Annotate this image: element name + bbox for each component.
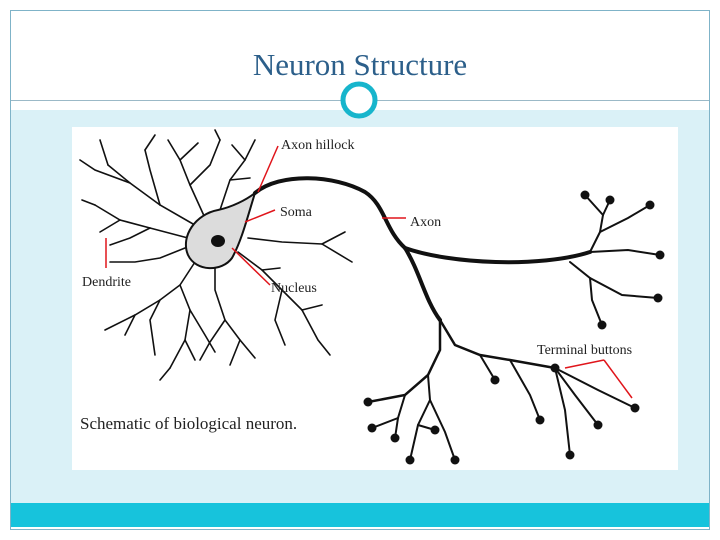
diagram-caption: Schematic of biological neuron.	[80, 414, 297, 433]
nucleus	[211, 235, 225, 247]
terminal-buttons-pointer-2	[603, 359, 633, 399]
label-lines	[105, 145, 633, 399]
terminal-buttons-pointer-1	[564, 359, 605, 369]
label-nucleus: Nucleus	[271, 281, 317, 296]
axon	[253, 176, 661, 461]
soma	[185, 190, 257, 270]
axon-hillock-pointer	[257, 145, 279, 193]
soma-pointer	[244, 209, 276, 223]
terminal-buttons	[363, 190, 665, 465]
label-dendrite: Dendrite	[82, 275, 131, 290]
label-axon: Axon	[410, 215, 441, 230]
label-axon-hillock: Axon hillock	[281, 138, 355, 153]
title-ring-ornament	[340, 81, 378, 119]
nucleus-pointer	[231, 247, 271, 286]
slide-title: Neuron Structure	[252, 47, 468, 82]
slide-frame	[10, 10, 710, 530]
label-soma: Soma	[280, 205, 313, 220]
dendrites	[79, 129, 353, 381]
bottom-accent-bar	[11, 503, 709, 527]
diagram-panel	[72, 127, 678, 470]
diagram-labels: Axon hillock Soma Axon Dendrite Nucleus …	[80, 138, 632, 433]
label-terminal-buttons: Terminal buttons	[537, 343, 632, 358]
